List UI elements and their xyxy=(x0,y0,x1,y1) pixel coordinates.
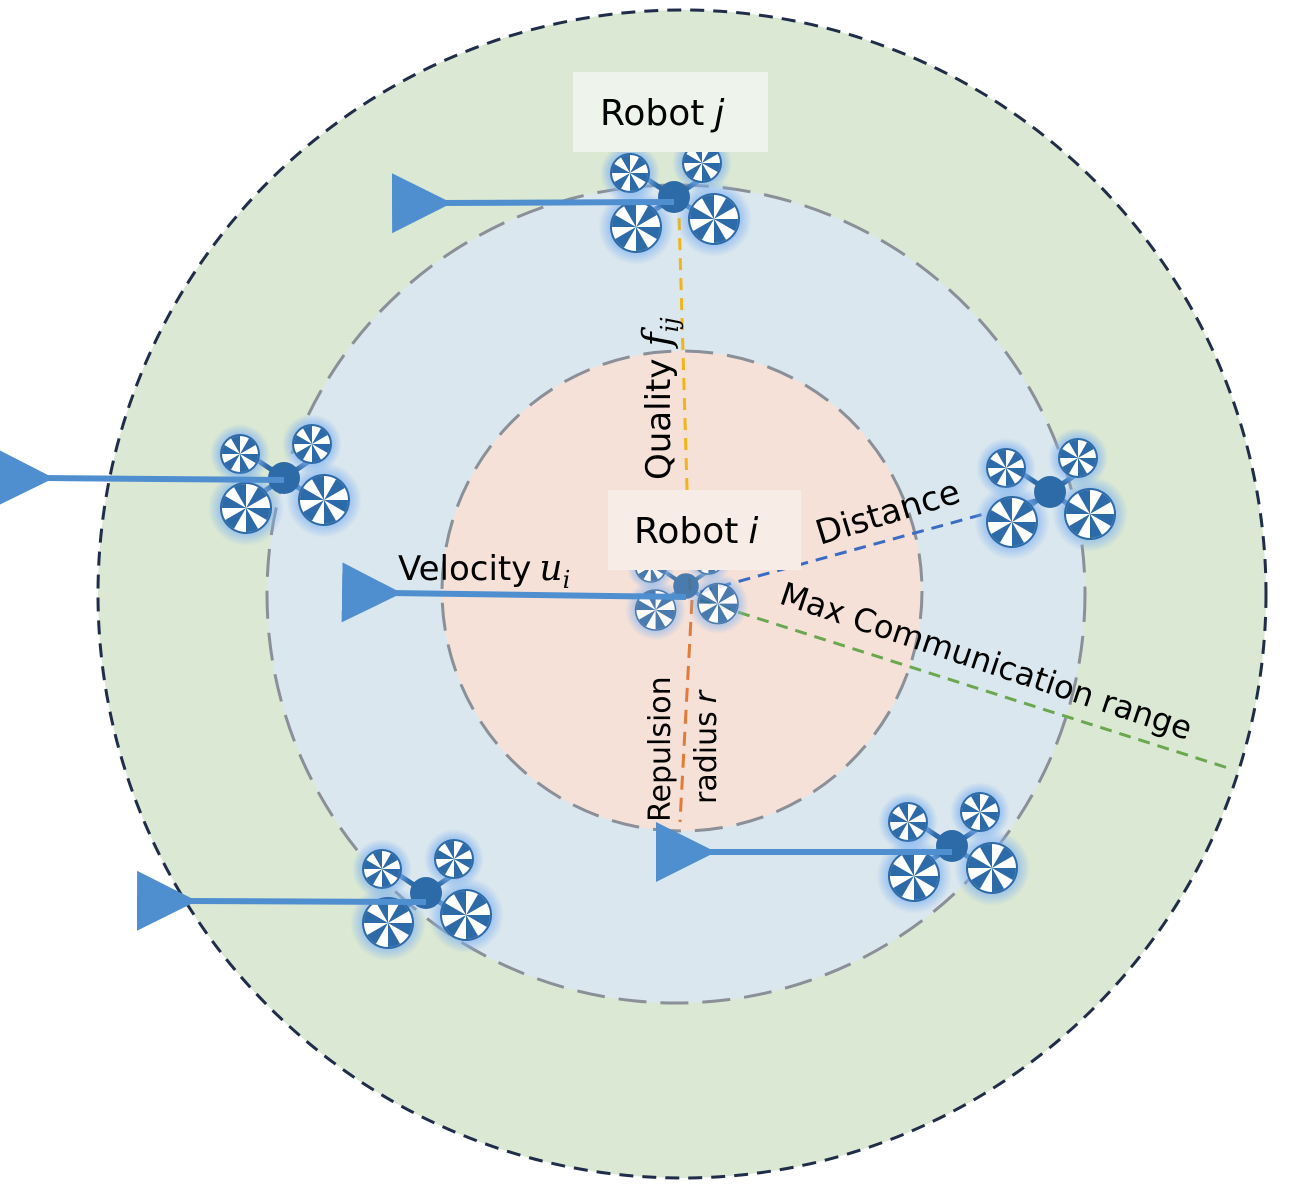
communication-range-line xyxy=(699,598,1229,770)
repulsion-label: Repulsion xyxy=(643,676,678,822)
radius-label: radiusr xyxy=(689,689,724,804)
velocity-arrow-bottom-left xyxy=(136,870,427,931)
velocity-arrow-left xyxy=(0,447,285,508)
velocity-arrow-robot-j xyxy=(391,173,675,234)
velocity-arrow-robot-i xyxy=(341,562,687,623)
robot-j-label-box xyxy=(573,72,768,152)
robot-i-label-box xyxy=(608,490,801,570)
quality-label: Qualityfij xyxy=(635,317,684,480)
repulsion-radius-line xyxy=(678,599,694,823)
